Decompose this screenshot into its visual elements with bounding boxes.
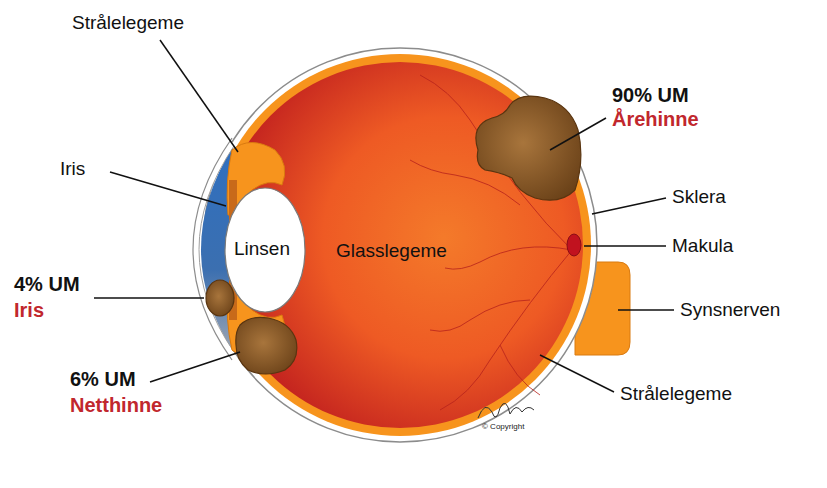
choroid xyxy=(209,54,591,436)
part-label: Makula xyxy=(672,235,733,257)
macula xyxy=(567,234,581,256)
part-label: Synsnerven xyxy=(680,299,780,321)
signature xyxy=(478,403,534,418)
location-label: Netthinne xyxy=(70,394,162,417)
part-label: Linsen xyxy=(234,238,290,260)
copyright-mark: © Copyright xyxy=(482,422,524,431)
location-label: Årehinne xyxy=(612,108,699,131)
leader-lines xyxy=(94,40,674,392)
percent-label: 90% UM xyxy=(612,84,689,107)
part-label: Glasslegeme xyxy=(336,240,447,262)
location-label: Iris xyxy=(14,299,44,322)
vitreous xyxy=(217,62,583,428)
choroid-tumor xyxy=(476,96,581,200)
part-label: Strålelegeme xyxy=(620,383,732,405)
percent-label: 6% UM xyxy=(70,368,136,391)
ciliary-tumor xyxy=(236,317,297,374)
part-label: Sklera xyxy=(672,186,726,208)
part-label: Iris xyxy=(60,158,85,180)
percent-label: 4% UM xyxy=(14,273,80,296)
part-label: Strålelegeme xyxy=(72,12,184,34)
iris-tumor xyxy=(206,280,234,316)
sclera xyxy=(203,48,597,442)
lens xyxy=(225,188,305,312)
